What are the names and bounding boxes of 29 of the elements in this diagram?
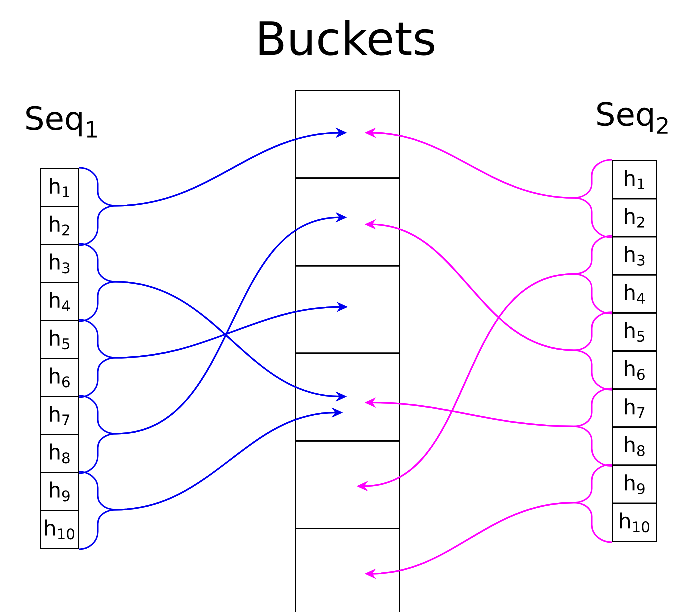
hash-cell: h$_{4}$ xyxy=(612,274,658,314)
bucket-box xyxy=(295,178,400,267)
title: Buckets xyxy=(260,20,434,56)
hash-cell: h$_{8}$ xyxy=(612,426,658,466)
hash-cell: h$_{10}$ xyxy=(40,510,80,550)
bucket-box xyxy=(295,265,400,354)
hash-cell: h$_{2}$ xyxy=(612,198,658,238)
bucket-box xyxy=(295,352,400,442)
hash-cell: h$_{10}$ xyxy=(612,502,658,542)
hash-cell: h$_{9}$ xyxy=(612,464,658,504)
bucket-box xyxy=(295,90,400,180)
hash-cell: h$_{6}$ xyxy=(612,350,658,390)
hash-cell: h$_{7}$ xyxy=(40,396,80,436)
hash-cell: h$_{1}$ xyxy=(40,168,80,208)
hash-cell: h$_{3}$ xyxy=(612,236,658,276)
hash-cell: h$_{5}$ xyxy=(612,312,658,352)
hash-cell: h$_{3}$ xyxy=(40,244,80,284)
hash-cell: h$_{5}$ xyxy=(40,320,80,360)
sequence-label: Seq$_{2}$ xyxy=(598,102,668,134)
bucket-box xyxy=(295,528,400,612)
hash-cell: h$_{8}$ xyxy=(40,434,80,474)
hash-cell: h$_{2}$ xyxy=(40,206,80,246)
hash-cell: h$_{1}$ xyxy=(612,160,658,200)
hash-cell: h$_{6}$ xyxy=(40,358,80,398)
hash-cell: h$_{9}$ xyxy=(40,472,80,512)
hash-cell: h$_{7}$ xyxy=(612,388,658,428)
hash-cell: h$_{4}$ xyxy=(40,282,80,322)
sequence-label: Seq$_{1}$ xyxy=(26,106,97,138)
bucket-box xyxy=(295,440,400,530)
